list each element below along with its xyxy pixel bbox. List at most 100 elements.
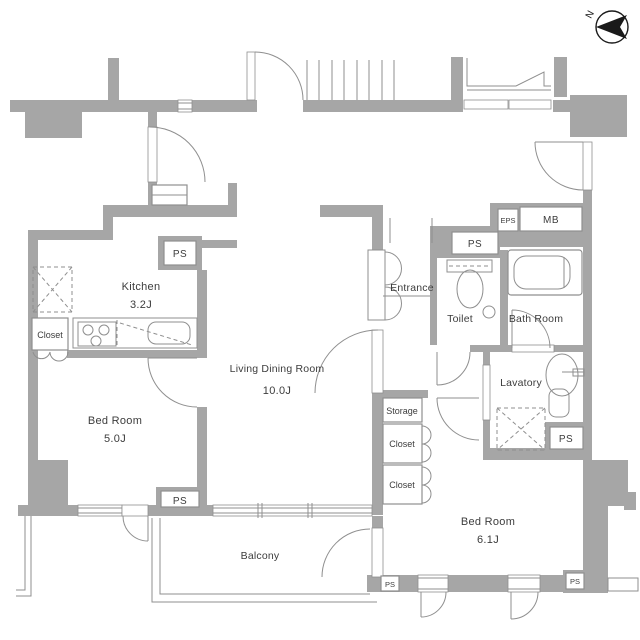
wall-north — [103, 205, 237, 217]
door-swings-layer — [32, 51, 584, 620]
wall — [197, 407, 207, 508]
compass-arrow — [596, 15, 627, 39]
ps-box-bedroom5 — [160, 490, 200, 508]
casement-window-swing — [420, 591, 447, 618]
bifold-closet-doors — [421, 425, 432, 504]
toilet-roll-icon — [482, 305, 496, 319]
room-label-kitchen: Kitchen — [122, 281, 161, 293]
balcony-door-leaf — [371, 527, 384, 578]
room-label-lavatory: Lavatory — [500, 377, 542, 389]
eps-box — [497, 208, 519, 232]
wall-right — [583, 190, 592, 506]
wall — [588, 460, 628, 506]
wall — [383, 390, 428, 398]
wall — [372, 516, 383, 528]
window — [177, 99, 193, 113]
sliding-window — [212, 504, 373, 517]
window — [507, 574, 541, 593]
room-area-bedroom5: 5.0J — [104, 433, 126, 445]
burner-icon — [98, 324, 110, 336]
door-swing — [147, 357, 198, 408]
north-compass-icon: N — [584, 9, 629, 44]
labels-layer: Kitchen 3.2J Living Dining Room 10.0J Be… — [37, 215, 580, 589]
exterior-line — [16, 516, 32, 597]
wall — [228, 183, 237, 205]
entrance-frame-lines — [389, 218, 433, 243]
wall — [28, 230, 108, 240]
wall — [197, 270, 207, 358]
door-gap — [511, 344, 555, 353]
ps-box-lavatory — [549, 426, 584, 450]
door-leaf — [147, 126, 158, 183]
wall — [148, 112, 157, 127]
room-area-kitchen: 3.2J — [130, 299, 152, 311]
door-swing — [436, 397, 480, 441]
compass-north-label: N — [584, 9, 597, 21]
wall — [303, 100, 463, 112]
ps-box-toilet — [451, 231, 499, 255]
window-glass-line — [78, 507, 122, 514]
bifold-closet-doors — [32, 351, 69, 362]
label-closet-lower: Closet — [389, 480, 415, 490]
room-area-living: 10.0J — [263, 385, 291, 397]
kitchen-counter — [72, 317, 198, 349]
label-ps-bedroom6-left: PS — [385, 580, 395, 589]
wall — [202, 240, 237, 248]
wall — [372, 240, 383, 250]
balcony-outline — [151, 518, 377, 603]
wall — [192, 100, 257, 112]
label-storage: Storage — [386, 406, 418, 416]
window-glass-line — [213, 503, 372, 518]
room-label-living: Living Dining Room — [230, 363, 325, 375]
balcony-door-swing — [321, 528, 371, 578]
exterior-ledge — [607, 577, 639, 592]
wall — [570, 95, 627, 137]
balcony-door-gap — [121, 504, 149, 517]
room-label-bedroom6: Bed Room — [461, 516, 515, 528]
burner-icon — [90, 335, 102, 347]
door-gap — [482, 364, 491, 421]
closet-box — [382, 464, 423, 505]
counter-dashed-line — [116, 320, 193, 348]
ps-box-kitchen — [163, 240, 197, 266]
room-label-toilet: Toilet — [447, 313, 473, 325]
label-ps-kitchen: PS — [173, 249, 187, 260]
wall — [103, 205, 113, 240]
label-ps-lavatory: PS — [559, 434, 573, 445]
window-glass-line — [178, 102, 192, 110]
wall-pillar — [451, 57, 463, 102]
window-glass-line — [418, 577, 540, 590]
label-closet-kitchen: Closet — [37, 330, 63, 340]
storage-box — [382, 397, 423, 423]
corridor-railing-hatch — [306, 60, 395, 100]
wall — [28, 350, 33, 358]
sink-icon — [545, 353, 579, 397]
refrigerator-space-x — [32, 266, 73, 313]
room-label-bathroom: Bath Room — [509, 313, 563, 325]
toilet-tank-icon — [446, 259, 493, 273]
window — [417, 574, 449, 593]
shoe-cabinet-doors — [384, 251, 402, 321]
mb-box — [519, 206, 583, 232]
washing-machine-space — [496, 407, 546, 451]
wall — [470, 345, 512, 352]
wall-west — [28, 230, 38, 508]
label-ps-toilet: PS — [468, 239, 482, 250]
wall — [430, 258, 437, 345]
openings-layer — [77, 51, 593, 593]
toilet-bowl-icon — [456, 269, 484, 309]
bathtub-icon — [507, 249, 583, 296]
wall — [372, 207, 383, 243]
elevator-door — [463, 99, 509, 110]
wall — [553, 100, 570, 112]
bath-door-swing — [511, 309, 551, 349]
front-door-leaf — [582, 141, 593, 191]
balcony-door-swing — [122, 515, 149, 542]
wall — [25, 112, 82, 138]
washing-machine-space-x — [496, 407, 546, 451]
door-swing — [254, 51, 304, 101]
wall-north — [320, 205, 383, 217]
closet-box — [382, 423, 423, 464]
label-eps: EPS — [500, 216, 515, 225]
burner-icon — [82, 324, 94, 336]
